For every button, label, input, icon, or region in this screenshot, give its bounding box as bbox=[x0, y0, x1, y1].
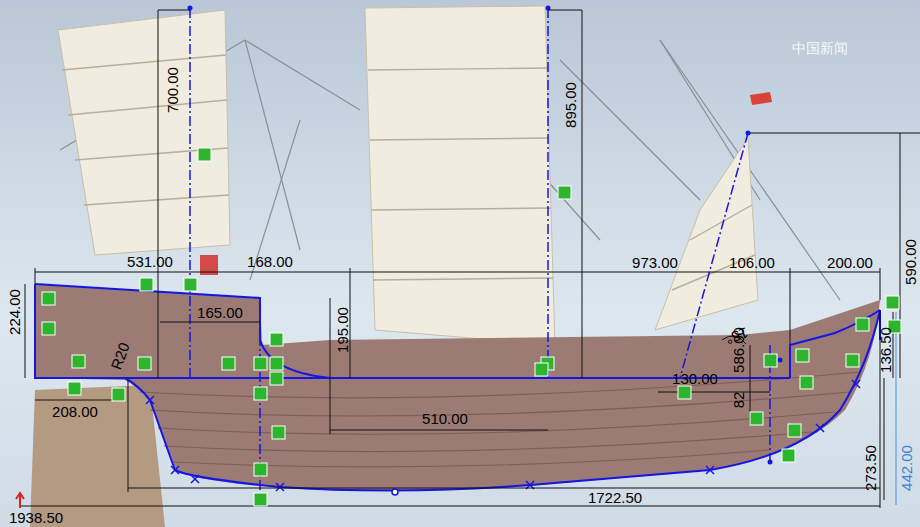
relation-icons bbox=[42, 148, 901, 506]
spline-point bbox=[392, 489, 398, 495]
dimension-value: 973.00 bbox=[632, 255, 678, 270]
dimension-value: 82 bbox=[731, 392, 746, 409]
dimension-value: 200.00 bbox=[827, 255, 873, 270]
dimension-value: 224.00 bbox=[7, 289, 22, 335]
driven-dimension: 442.00 bbox=[899, 445, 914, 491]
sail-battens bbox=[62, 55, 755, 290]
dimension-value: 130.00 bbox=[672, 371, 718, 386]
hull-planks bbox=[140, 372, 860, 467]
dimension-lines bbox=[20, 10, 920, 508]
dimension-value: 590.00 bbox=[903, 239, 918, 285]
dimension-value: 700.00 bbox=[165, 67, 180, 113]
dimension-value: 168.00 bbox=[247, 254, 293, 269]
dimension-value: 531.00 bbox=[127, 254, 173, 269]
dimension-value: 1938.50 bbox=[9, 510, 63, 525]
dimension-value: 208.00 bbox=[52, 404, 98, 419]
dimension-value: 195.00 bbox=[335, 307, 350, 353]
dimension-value: 165.00 bbox=[197, 305, 243, 320]
hull bbox=[35, 284, 880, 491]
spline-points bbox=[146, 380, 860, 491]
watermark: 中国新闻 bbox=[792, 41, 848, 55]
origin-arrow bbox=[16, 493, 24, 508]
centerlines bbox=[190, 8, 770, 498]
dimension-value: 136.50 bbox=[878, 327, 893, 373]
dimension-value: 273.50 bbox=[863, 445, 878, 491]
dimension-value: 1722.50 bbox=[588, 490, 642, 505]
dimension-value: 510.00 bbox=[422, 411, 468, 426]
sketch-points bbox=[188, 6, 783, 465]
driven-dimension bbox=[896, 312, 897, 505]
flag bbox=[750, 92, 772, 105]
dimension-value: 895.00 bbox=[563, 82, 578, 128]
dimension-value: 106.00 bbox=[729, 255, 775, 270]
hull-profile bbox=[35, 284, 880, 491]
